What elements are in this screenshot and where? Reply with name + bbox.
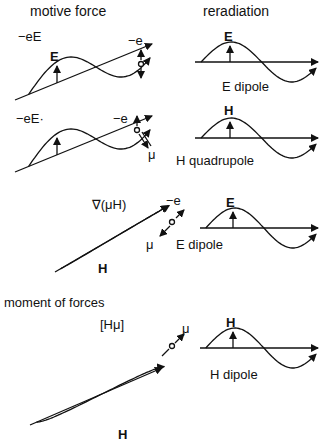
- moment-arrow: [162, 349, 169, 356]
- field-arrow: [232, 212, 233, 228]
- diagram-label: E: [50, 50, 59, 64]
- axis-line: [195, 137, 318, 138]
- diagram-label: E dipole: [222, 80, 269, 94]
- diagram-label: −e: [166, 194, 181, 208]
- electron-dot: [170, 344, 175, 349]
- wave-curve: [201, 42, 316, 82]
- diagram-label: moment of forces: [4, 296, 104, 310]
- moment-arrow: [160, 226, 170, 236]
- electron-dot: [170, 220, 175, 225]
- diagram-label: [Hμ]: [100, 318, 124, 332]
- field-arrow: [232, 332, 233, 348]
- field-arrow: [56, 66, 57, 83]
- field-arrow: [229, 122, 230, 138]
- field-arrow: [229, 46, 230, 62]
- diagram-label: H dipole: [210, 368, 258, 382]
- moment-arrow: [142, 132, 151, 146]
- diagram-label: −eE·: [16, 112, 44, 126]
- wave-curve: [37, 367, 165, 423]
- diagram-label: μ: [148, 148, 156, 162]
- electron-dot: [135, 128, 140, 133]
- force-arrow: [176, 210, 184, 218]
- diagram-label: −e: [113, 112, 128, 126]
- diagram-label: E: [226, 196, 235, 210]
- axis-line: [200, 347, 318, 348]
- diagram-label: H: [98, 262, 107, 276]
- diagram-label: motive force: [30, 4, 106, 19]
- moment-arrow: [139, 134, 148, 148]
- wave-curve: [29, 129, 151, 167]
- axis-line: [200, 227, 318, 228]
- diagram-label: ∇(μH): [92, 198, 126, 212]
- electron-dot: [139, 62, 144, 67]
- diagram-label: reradiation: [203, 4, 269, 19]
- wave-curve: [201, 118, 316, 158]
- diagram-label: E: [224, 30, 233, 44]
- wave-curve: [206, 328, 316, 368]
- field-arrow: [56, 138, 57, 155]
- diagram-label: H: [118, 428, 127, 442]
- force-arrow: [140, 68, 141, 78]
- diagram-label: E dipole: [176, 238, 223, 252]
- diagram-label: H quadrupole: [176, 154, 254, 168]
- diagram-label: μ: [146, 238, 154, 252]
- axis-line: [15, 44, 152, 100]
- wave-curve: [29, 57, 151, 95]
- wave-curve: [61, 206, 170, 269]
- diagram-label: μ: [182, 322, 190, 336]
- diagram-label: H: [224, 104, 233, 118]
- diagram-label: −eE: [18, 30, 42, 44]
- diagram-label: −e: [128, 34, 143, 48]
- force-arrow: [140, 50, 141, 60]
- diagram-label: H: [226, 316, 235, 330]
- axis-line: [195, 61, 318, 62]
- force-arrow: [136, 116, 137, 126]
